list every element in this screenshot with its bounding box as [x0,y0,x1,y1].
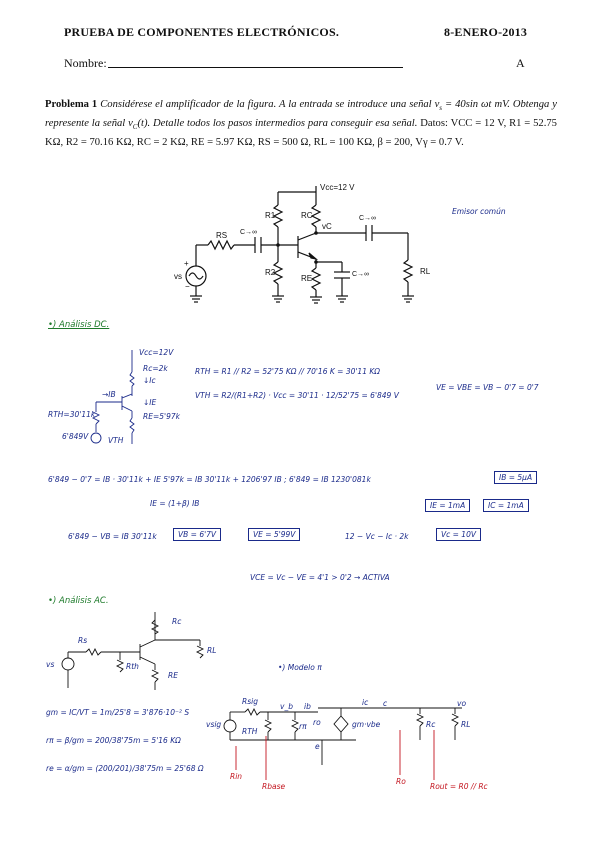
box-ie: IE = 1mA [425,499,471,512]
cap1-label: C→∞ [240,229,258,236]
problem-signal: = 40sin ωt mV. Obtenga y represente la s… [45,99,557,130]
rs-label: RS [216,231,228,240]
box-ic: IC = 1mA [483,499,529,512]
rl-label: RL [420,267,431,276]
m-rpi: rπ [299,722,307,731]
problem-text: Considérese el amplificador de la figura… [100,99,440,110]
name-label: Nombre: [64,56,107,70]
m-rc: Rc [426,720,436,729]
problem-statement: Problema 1 Considérese el amplificador d… [45,97,557,150]
problem-label: Problema 1 [45,99,98,110]
problem-rest: (t). Detalle todos los pasos intermedios… [137,118,418,130]
m-ro: ro [313,718,321,727]
ac-rs: Rs [78,636,88,645]
re-label: RE [301,274,313,283]
ac-vs: vs [46,660,55,669]
ac-rth: Rth [126,662,139,671]
eq-vc: 12 − Vc − Ic · 2k [345,532,409,541]
m-c: c [383,699,388,708]
cap2-label: C→∞ [359,215,377,222]
dc-vcc: Vcc=12V [139,348,174,357]
m-rl: RL [461,720,471,729]
ac-rl: RL [207,646,217,655]
modelo-title: •) Modelo π [278,663,322,672]
note-emisor-comun: Emisor común [452,207,506,216]
m-ic: ic [362,698,369,707]
problem-data-label: Datos: V [420,118,459,130]
label-rin: Rin [230,772,243,781]
box-vc: Vc = 10V [436,528,481,541]
vc-label: vC [322,222,332,231]
m-vo: vo [457,699,467,708]
box-ib: IB = 5µA [494,471,538,484]
ac-title: •) Análisis AC. [48,596,109,606]
dc-ib: →IB [102,390,116,399]
eq-rpi: rπ = β/gm = 200/38'75m = 5'16 KΩ [46,736,181,745]
cap3-label: C→∞ [352,271,370,278]
r2-label: R2 [265,268,276,277]
dc-vth-short: VTH [108,436,124,445]
box-ve: VE = 5'99V [248,528,301,541]
eq-vce-side: VE = VBE = VB − 0'7 = 0'7 [436,383,539,392]
eq-vb: 6'849 − VB = IB 30'11k [68,532,157,541]
eq-re: re = α/gm = (200/201)/38'75m = 25'68 Ω [46,764,204,773]
exam-version: A [516,56,525,70]
dc-title: •) Análisis DC. [48,320,110,330]
m-vsig: vsig [206,720,222,729]
r1-label: R1 [265,211,276,220]
vcc-label: Vcc=12 V [320,183,355,192]
dc-vth: 6'849V [62,432,89,441]
exam-date: 8-ENERO-2013 [444,25,528,39]
eq-rth: RTH = R1 // R2 = 52'75 KΩ // 70'16 K = 3… [195,367,381,376]
m-ib: ib [304,702,311,711]
name-line [108,67,403,68]
m-rth: RTH [242,727,258,736]
eq-vce: VCE = Vc − VE = 4'1 > 0'2 → ACTIVA [250,573,390,582]
dc-re: RE=5'97k [143,412,180,421]
dc-rc: Rc=2k [143,364,168,373]
m-gm: gm·vbe [352,720,381,729]
ac-re: RE [168,671,178,680]
m-rsig: Rsig [242,697,258,706]
label-rbase: Rbase [262,782,286,791]
m-e: e [315,742,320,751]
eq-kvl: 6'849 − 0'7 = IB · 30'11k + IE 5'97k = I… [48,475,371,484]
label-ro: Ro [396,777,406,786]
eq-ie-rel: IE = (1+β) IB [150,499,200,508]
dc-rth: RTH=30'11k [48,410,96,419]
sub-s: s [439,104,443,113]
dc-ie: ↓IE [143,398,157,407]
problem-data-values: CC = 12 V, R1 = 52.75 KΩ, R2 = 70.16 KΩ,… [45,118,557,149]
eq-vth: VTH = R2/(R1+R2) · Vcc = 30'11 · 12/52'7… [195,391,399,400]
minus-sign: − [185,282,190,291]
dc-ic: ↓Ic [143,376,156,385]
box-vb: VB = 6'7V [173,528,222,541]
vs-label: vs [174,272,182,281]
ac-rc: Rc [172,617,182,626]
m-vb: v_b [280,702,293,711]
sub-c: C [132,123,138,132]
eq-gm: gm = IC/VT = 1m/25'8 = 3'876·10⁻² S [46,708,190,717]
exam-title: PRUEBA DE COMPONENTES ELECTRÓNICOS. [64,25,340,39]
rc-label: RC [301,211,313,220]
plus-sign: + [184,259,189,268]
label-rout: Rout = R0 // Rc [430,782,488,791]
